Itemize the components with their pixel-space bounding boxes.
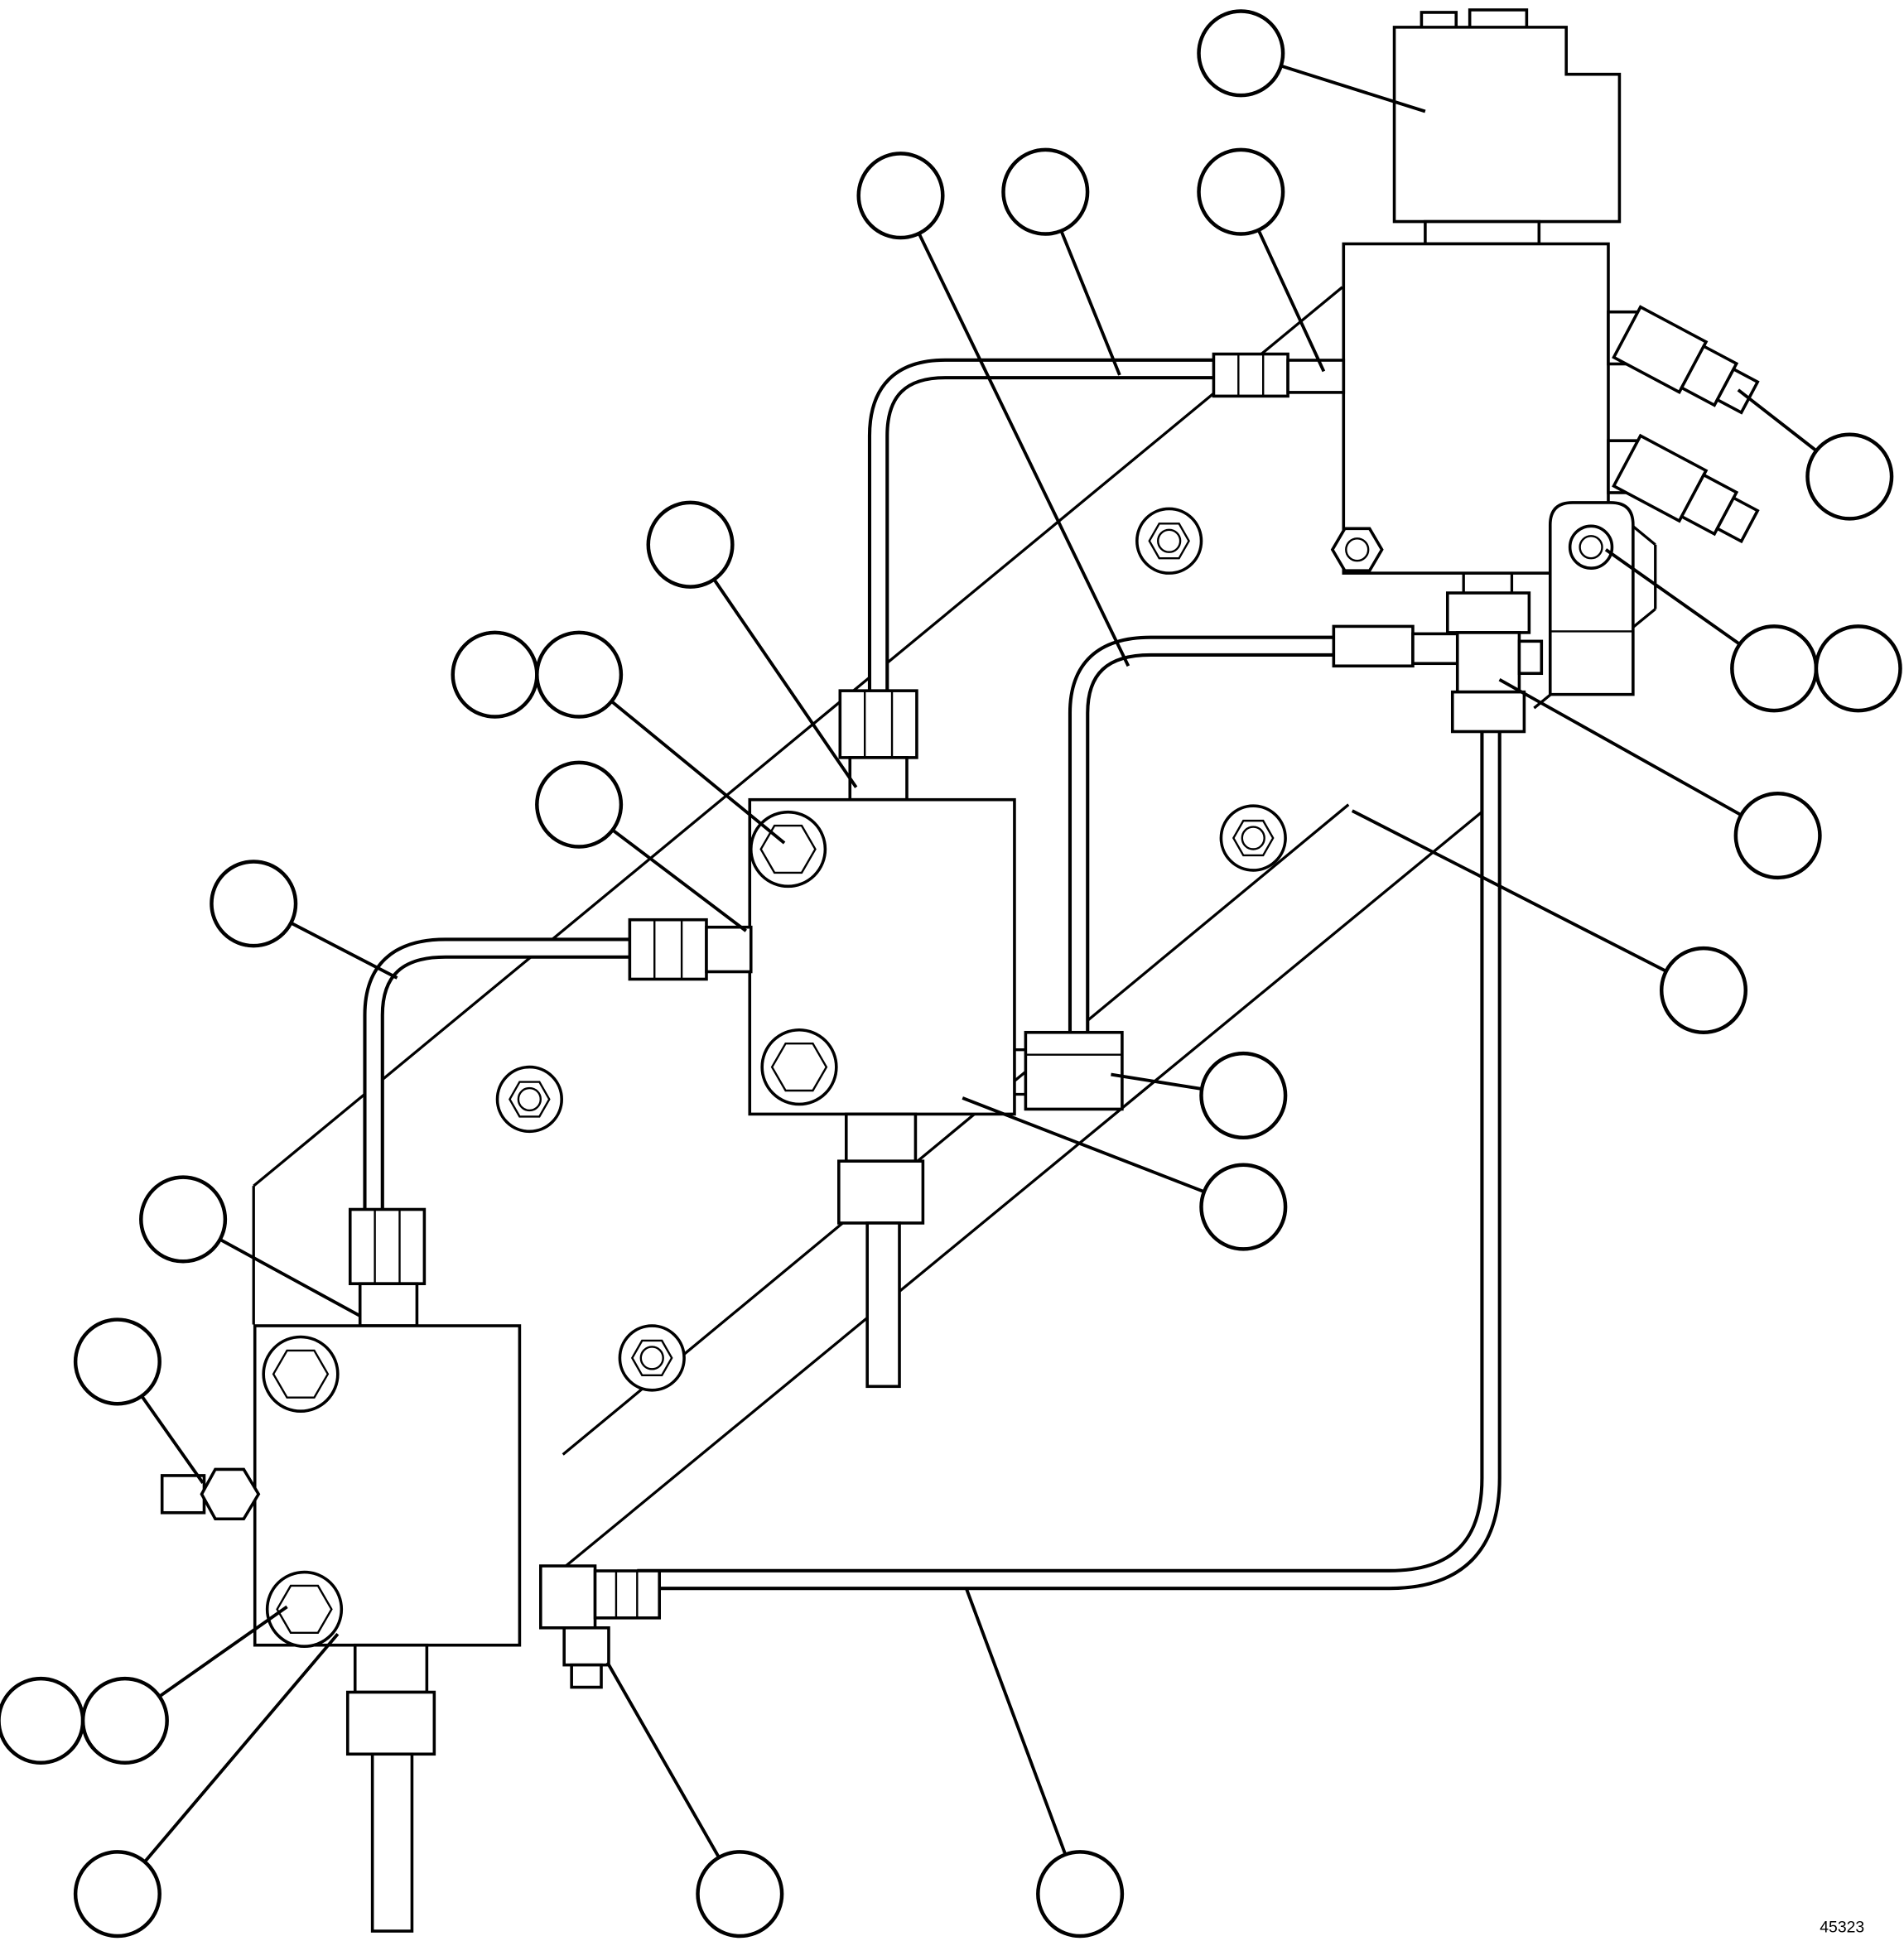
- mounting-screw: [495, 1065, 563, 1134]
- port-adapter: [1286, 359, 1346, 394]
- callout-balloon: [1199, 1163, 1288, 1251]
- callout-balloon: [1733, 791, 1822, 880]
- mounting-screw: [1219, 804, 1287, 872]
- callout-balloon: [1659, 946, 1748, 1034]
- port-adapter: [844, 1112, 918, 1163]
- leader-line: [688, 543, 858, 788]
- leader-line: [899, 195, 1130, 667]
- hex-bolt: [262, 1335, 340, 1413]
- callout-balloon: [1730, 624, 1819, 713]
- callout-balloon: [696, 1850, 784, 1939]
- callout-balloon: [856, 152, 945, 240]
- leader-line: [1351, 809, 1704, 992]
- tube-nut: [1212, 352, 1289, 398]
- callout-balloon: [535, 760, 624, 849]
- drain-tube: [370, 1752, 414, 1933]
- callout-balloon: [73, 1850, 161, 1939]
- callout-balloon: [535, 630, 624, 719]
- leader-line: [605, 1661, 741, 1895]
- leader-line: [962, 1096, 1244, 1209]
- tube-nut: [628, 918, 708, 981]
- hex-plug: [1330, 527, 1384, 572]
- side-plug-fitting: [160, 1467, 261, 1521]
- leader-line: [116, 1633, 340, 1895]
- leader-line: [964, 1587, 1082, 1895]
- bottom-stub-tip: [570, 1663, 603, 1689]
- mounting-plate: [252, 286, 1657, 1570]
- callout-balloon: [1805, 432, 1894, 521]
- port-adapter: [353, 1643, 429, 1694]
- tube-nut: [345, 1690, 436, 1756]
- callout-balloon: [1197, 147, 1285, 236]
- port-adapter: [358, 1282, 419, 1327]
- callout-balloon: [1036, 1850, 1125, 1939]
- middle-valve-assembly: [628, 689, 1124, 1389]
- callout-balloon: [73, 1317, 161, 1406]
- port-adapter: [848, 756, 909, 802]
- mounting-screw: [618, 1324, 686, 1392]
- callout-balloon: [139, 1175, 228, 1264]
- solenoid-valve-assembly: [1212, 8, 1760, 734]
- elbow-fitting-lower: [1607, 433, 1760, 544]
- elbow-fitting-upper: [1607, 305, 1760, 415]
- leader-line: [1498, 678, 1779, 837]
- callout-balloon: [451, 630, 539, 719]
- solenoid-coil: [1392, 26, 1622, 224]
- tube-nut: [348, 1207, 427, 1286]
- elbow-fitting: [1024, 1030, 1124, 1111]
- drawing-number: 45323: [1820, 1919, 1864, 1937]
- tee-fitting: [1332, 573, 1544, 734]
- lower-valve-assembly: [160, 1207, 662, 1933]
- hex-bolt: [265, 1570, 344, 1649]
- callout-balloon: [1199, 1051, 1288, 1140]
- port-adapter: [705, 925, 753, 974]
- hex-bolt: [760, 1028, 838, 1106]
- callout-balloon: [210, 860, 298, 948]
- bracket-bolt: [1568, 524, 1614, 570]
- mounting-bracket: [1548, 501, 1635, 696]
- callout-balloon: [1001, 147, 1090, 236]
- tee-stub: [1517, 639, 1544, 676]
- coil-base: [1424, 219, 1541, 246]
- tube-nut: [1450, 690, 1526, 734]
- callout-balloon: [1814, 624, 1902, 713]
- tee-fitting: [539, 1564, 662, 1689]
- plate-lower-edge-bottom: [562, 803, 1492, 1570]
- callout-layer: [0, 9, 1902, 1939]
- tubes: [363, 358, 1502, 1591]
- tube-nut: [1332, 624, 1415, 668]
- port-adapter: [1411, 632, 1462, 666]
- mounting-screw: [1135, 507, 1203, 575]
- plate-lower-edge-top: [562, 803, 1350, 1456]
- callout-balloon: [0, 1676, 85, 1765]
- plate-top-edge: [253, 286, 1343, 1187]
- callout-balloon: [1197, 9, 1285, 98]
- callout-balloon: [80, 1676, 169, 1765]
- callout-balloon: [646, 500, 735, 589]
- tube-middle-right: [1068, 635, 1342, 1050]
- leader-line: [577, 673, 786, 845]
- tube-nut: [837, 1159, 925, 1225]
- tube-nut: [838, 689, 918, 759]
- drain-tube: [865, 1221, 901, 1389]
- tee-body: [1455, 631, 1521, 694]
- bottom-stub-fitting: [562, 1626, 610, 1667]
